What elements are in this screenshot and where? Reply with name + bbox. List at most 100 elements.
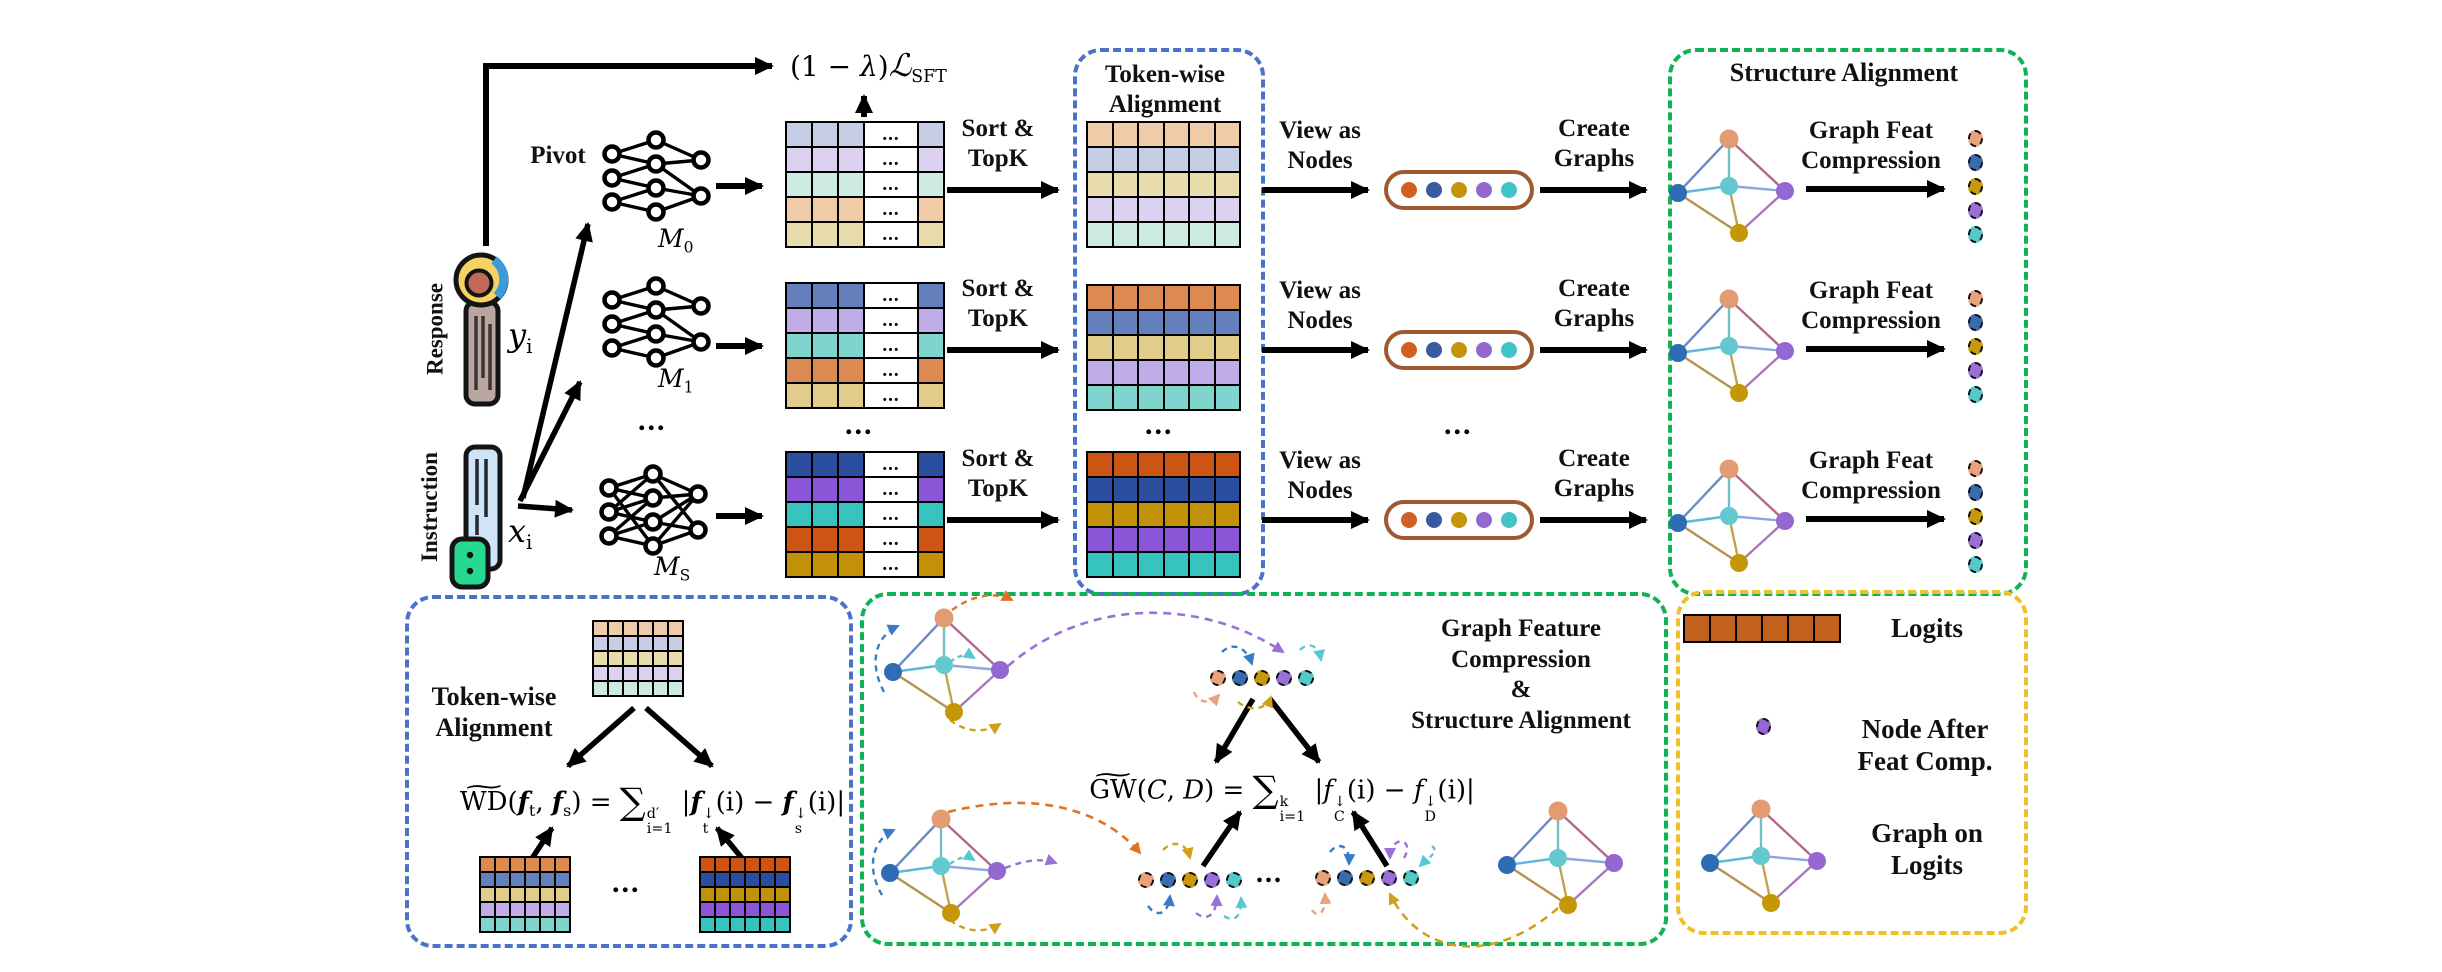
matrix-cell xyxy=(919,384,943,407)
token-wise-box-title: Token-wise Alignment xyxy=(1105,61,1225,118)
matrix-cell xyxy=(787,359,811,382)
logits-cell xyxy=(1737,616,1761,641)
blue-arc-2 xyxy=(871,828,896,896)
matrix-cell xyxy=(639,622,652,635)
token-node-dot xyxy=(1476,342,1492,358)
formula-segment: (1 − xyxy=(790,50,860,83)
matrix-cell xyxy=(1164,311,1188,334)
compressed-node-dot xyxy=(1968,130,1983,147)
matrix-cell: ... xyxy=(865,478,917,501)
matrix-cell xyxy=(1113,286,1137,309)
network-m0 xyxy=(602,130,711,222)
detail-left-matrix xyxy=(479,856,571,933)
graph-node-top xyxy=(1719,459,1739,479)
matrix-cell xyxy=(1113,148,1137,171)
compressed-node-dot xyxy=(1968,460,1983,477)
split-arrow-right xyxy=(644,705,714,769)
matrix-cell: ... xyxy=(865,198,917,221)
sorted-matrix-ellipsis: ... xyxy=(1145,408,1174,441)
compressed-node-dot xyxy=(1359,870,1375,886)
graph-node-right xyxy=(991,661,1009,679)
matrix-cell xyxy=(716,888,729,901)
matrix-cell xyxy=(1190,123,1214,146)
matrix-cell xyxy=(1088,198,1112,221)
matrix-cell xyxy=(787,478,811,501)
matrix-cell xyxy=(1088,503,1112,526)
pivot-label: Pivot xyxy=(530,142,586,169)
purple-arc-row1 xyxy=(1195,894,1223,918)
graph-node-right xyxy=(1776,182,1794,200)
formula-segment: M xyxy=(658,364,684,393)
formula-segment: f xyxy=(1323,775,1333,806)
matrix-cell xyxy=(746,858,759,871)
logits-cell xyxy=(1789,616,1813,641)
graph-node-bottom xyxy=(1730,224,1748,242)
logits-cell xyxy=(1685,616,1709,641)
compressed-node-dot xyxy=(1160,872,1176,888)
matrix-cell xyxy=(1113,223,1137,246)
compressed-node-dot xyxy=(1204,872,1220,888)
gw-up-arrow-right xyxy=(1350,810,1390,868)
formula-segment: ~WD xyxy=(459,773,508,818)
matrix-cell xyxy=(1139,528,1163,551)
matrix-cell xyxy=(594,682,607,695)
matrix-cell xyxy=(496,903,509,916)
matrix-cell xyxy=(787,198,811,221)
sort-topk-label-1: Sort &TopK xyxy=(961,115,1035,172)
compressed-node-dot xyxy=(1403,870,1419,886)
matrix-cell xyxy=(594,622,607,635)
matrix-cell xyxy=(654,637,667,650)
graph-node-bottom xyxy=(1730,554,1748,572)
compressed-node-dot xyxy=(1968,386,1983,403)
matrix-cell xyxy=(1164,173,1188,196)
matrix-cell xyxy=(511,918,524,931)
peach-arc-row-top xyxy=(1192,691,1221,707)
graph-node-top xyxy=(1751,799,1771,819)
matrix-cell xyxy=(1215,198,1239,221)
graph-node-top xyxy=(1719,129,1739,149)
formula-segment: ) = xyxy=(1204,775,1253,806)
matrix-cell xyxy=(716,903,729,916)
raw-matrix-ellipsis: ... xyxy=(845,408,874,441)
matrix-cell xyxy=(624,622,637,635)
matrix-cell xyxy=(839,553,863,576)
formula-segment: S xyxy=(679,566,691,585)
matrix-cell xyxy=(481,918,494,931)
matrix-cell xyxy=(787,503,811,526)
detail-matrix-ellipsis: ... xyxy=(612,866,641,899)
blue-arc-row2 xyxy=(1329,844,1356,866)
matrix-cell xyxy=(731,858,744,871)
matrix-cell xyxy=(919,478,943,501)
graph-node-left xyxy=(1701,854,1719,872)
compressed-node-dot xyxy=(1968,362,1983,379)
compressed-node-dot xyxy=(1298,670,1314,686)
matrix-cell xyxy=(639,667,652,680)
matrix-cell xyxy=(1113,336,1137,359)
matrix-cell xyxy=(1190,311,1214,334)
gw-down-arrow-left xyxy=(1213,697,1256,764)
matrix-cell: ... xyxy=(865,284,917,307)
matrix-cell xyxy=(919,284,943,307)
matrix-cell xyxy=(1164,553,1188,576)
teal-arc-1 xyxy=(949,647,976,663)
compressed-node-dot xyxy=(1968,556,1983,573)
matrix-cell xyxy=(1190,478,1214,501)
pill-ellipsis: ... xyxy=(1444,408,1473,441)
compressed-node-dot xyxy=(1381,870,1397,886)
matrix-cell xyxy=(839,334,863,357)
graph-node-right xyxy=(1776,512,1794,530)
matrix-cell xyxy=(731,903,744,916)
matrix-cell xyxy=(556,903,569,916)
compressed-feature-column-2 xyxy=(1968,290,1983,403)
instruction-label: Instruction xyxy=(417,452,442,562)
matrix-cell xyxy=(787,148,811,171)
matrix-cell xyxy=(1139,148,1163,171)
matrix-cell xyxy=(1215,453,1239,476)
sorted-matrix-2 xyxy=(1086,284,1241,411)
matrix-cell xyxy=(813,384,837,407)
formula-segment: (i)| xyxy=(1437,775,1475,806)
response-var: yi xyxy=(508,316,532,358)
